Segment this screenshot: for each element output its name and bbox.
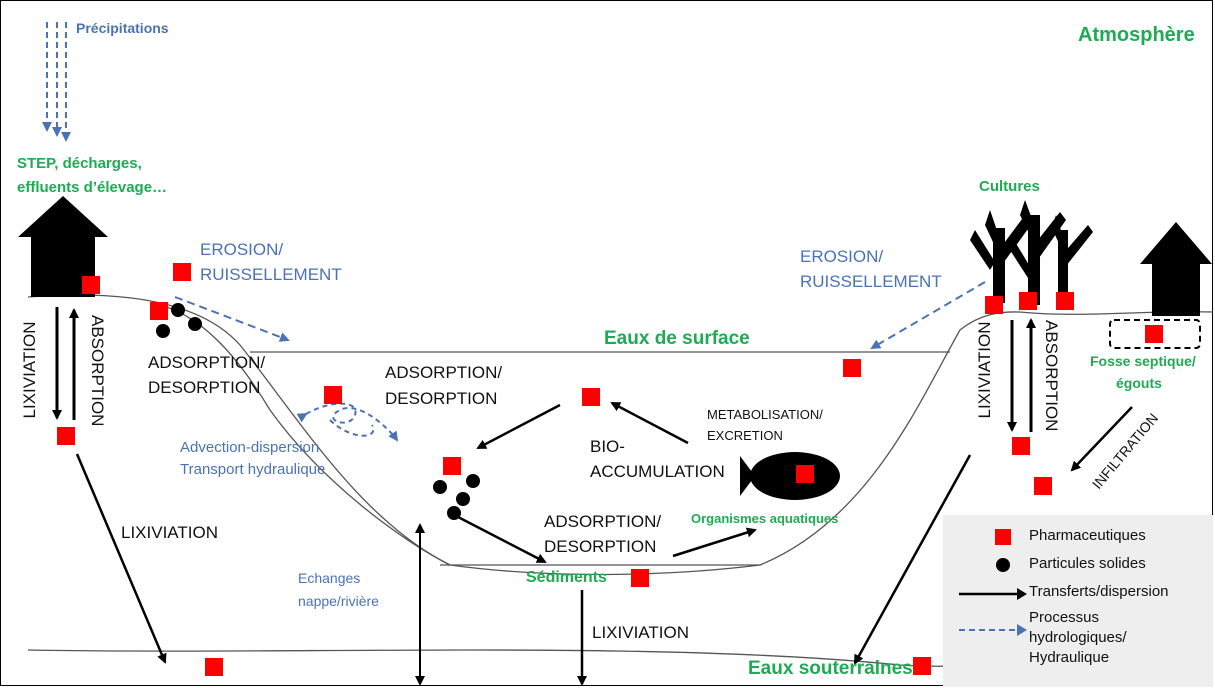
advection-label-2: Transport hydraulique — [180, 461, 326, 478]
adsorption-low-label-1: ADSORPTION/ — [544, 512, 662, 531]
particles-to-sediment-arrow — [457, 515, 547, 564]
bioaccumulation-label-2: ACCUMULATION — [590, 462, 725, 481]
cultures-label: Cultures — [979, 178, 1040, 195]
infiltration-arrow — [1070, 406, 1133, 472]
erosion-right-arrow — [870, 281, 986, 350]
advection-label-1: Advection-dispersion — [180, 439, 320, 456]
lixiviation-vert-left-label: LIXIVIATION — [20, 321, 39, 419]
step-label-2: effluents d’élevage… — [17, 179, 168, 196]
legend-particles-label: Particules solides — [1029, 555, 1146, 572]
river-to-groundwater-arrow — [853, 454, 972, 665]
adsorption-mid-label-2: DESORPTION — [385, 389, 498, 408]
house-right-icon — [1140, 222, 1212, 316]
to-organisms-arrow — [672, 527, 757, 558]
metabolisation-label-2: EXCRETION — [707, 428, 783, 443]
erosion-right-label-1: EROSION/ — [800, 247, 884, 266]
step-label-1: STEP, décharges, — [17, 155, 142, 172]
solid-particles-center — [433, 474, 480, 520]
legend-particles-swatch — [996, 558, 1010, 572]
bioaccumulation-label-1: BIO- — [590, 437, 625, 456]
septic-tank-box — [1109, 319, 1201, 349]
adsorption-left-label-2: DESORPTION — [148, 378, 261, 397]
echanges-label-1: Echanges — [298, 570, 361, 586]
echanges-label-2: nappe/rivière — [298, 593, 379, 609]
legend-processes-label-3: Hydraulique — [1029, 649, 1110, 666]
crops-icon — [970, 200, 1093, 305]
legend-hydro-arrow-icon — [959, 624, 1027, 636]
pharma-squares — [57, 263, 1163, 676]
legend-transfers-label: Transferts/dispersion — [1029, 583, 1169, 600]
erosion-left-label-1: EROSION/ — [200, 240, 284, 259]
absorption-vert-right-label: ABSORPTION — [1042, 320, 1061, 432]
precipitations-label: Précipitations — [76, 20, 169, 36]
fish-to-pharma-arrow — [610, 401, 689, 445]
groundwater-label: Eaux souterraines — [748, 658, 913, 679]
lixiviation-bottom-left-label: LIXIVIATION — [121, 523, 218, 542]
adsorption-left-label-1: ADSORPTION/ — [148, 353, 266, 372]
legend: Pharmaceutiques Particules solides Trans… — [943, 515, 1213, 687]
adsorption-mid-label-1: ADSORPTION/ — [385, 363, 503, 382]
legend-pharma-swatch — [995, 529, 1011, 545]
house-left-icon — [18, 196, 108, 297]
advection-swirl-arrow — [296, 402, 399, 442]
absorption-vert-left-label: ABSORPTION — [88, 315, 107, 427]
legend-processes-label-1: Processus — [1029, 609, 1100, 626]
erosion-right-label-2: RUISSELLEMENT — [800, 272, 942, 291]
solid-particles-left — [156, 303, 202, 338]
septic-label-1: Fosse septique/ — [1090, 353, 1196, 369]
legend-transfer-arrow-icon — [959, 588, 1027, 600]
lixiviation-bottom-mid-label: LIXIVIATION — [592, 623, 689, 642]
sediments-label: Sédiments — [526, 569, 607, 586]
lixiviation-vert-right-label: LIXIVIATION — [975, 321, 994, 419]
atmosphere-label: Atmosphère — [1078, 24, 1195, 46]
adsorption-low-label-2: DESORPTION — [544, 537, 657, 556]
fish-icon — [740, 452, 840, 500]
lixiviation-to-groundwater-arrow — [75, 453, 167, 664]
organisms-label: Organismes aquatiques — [691, 511, 839, 526]
septic-label-2: égouts — [1116, 375, 1162, 391]
advection-swirl-arrow-2 — [329, 419, 375, 437]
erosion-left-label-2: RUISSELLEMENT — [200, 265, 342, 284]
ground-surface-line — [27, 294, 1214, 576]
metabolisation-label-1: METABOLISATION/ — [707, 407, 823, 422]
legend-pharma-label: Pharmaceutiques — [1029, 527, 1146, 544]
surface-water-label: Eaux de surface — [604, 328, 750, 349]
pharma-to-particles-arrow — [476, 403, 561, 450]
erosion-left-arrow — [174, 296, 290, 342]
legend-processes-label-2: hydrologiques/ — [1029, 629, 1127, 646]
